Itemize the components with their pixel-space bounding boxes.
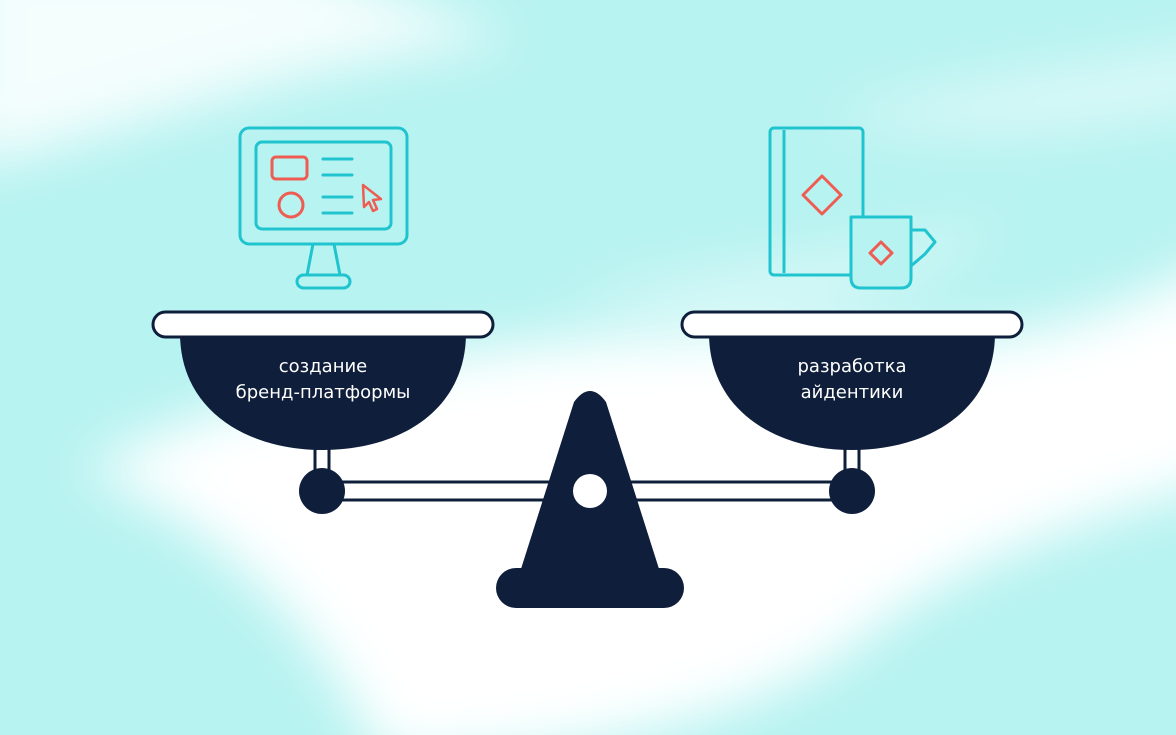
right-beam-knob xyxy=(829,468,875,514)
left-pan-stem xyxy=(313,445,331,473)
right-pan: разработка айдентики xyxy=(680,310,1024,450)
left-beam-knob xyxy=(299,468,345,514)
mug-icon xyxy=(849,215,937,290)
fulcrum-stand xyxy=(496,391,684,608)
text-lines xyxy=(321,157,354,215)
left-pan-label-line1: создание xyxy=(279,356,368,377)
book-icon xyxy=(768,126,865,277)
right-pan-stem xyxy=(843,445,861,473)
left-pan-label-line2: бренд-платформы xyxy=(236,382,411,403)
fulcrum-pivot-hole xyxy=(573,474,607,508)
right-pan-label-line1: разработка xyxy=(798,356,907,377)
right-pan-label-line2: айдентики xyxy=(801,382,904,403)
book-and-mug-icon xyxy=(768,126,937,290)
computer-monitor-icon xyxy=(238,126,409,290)
left-pan-rim xyxy=(151,310,495,339)
ui-circle-shape xyxy=(277,191,305,219)
cursor-arrow-icon xyxy=(361,183,383,213)
ui-block-shape xyxy=(270,155,309,181)
right-pan-rim xyxy=(680,310,1024,339)
left-pan: создание бренд-платформы xyxy=(151,310,495,450)
